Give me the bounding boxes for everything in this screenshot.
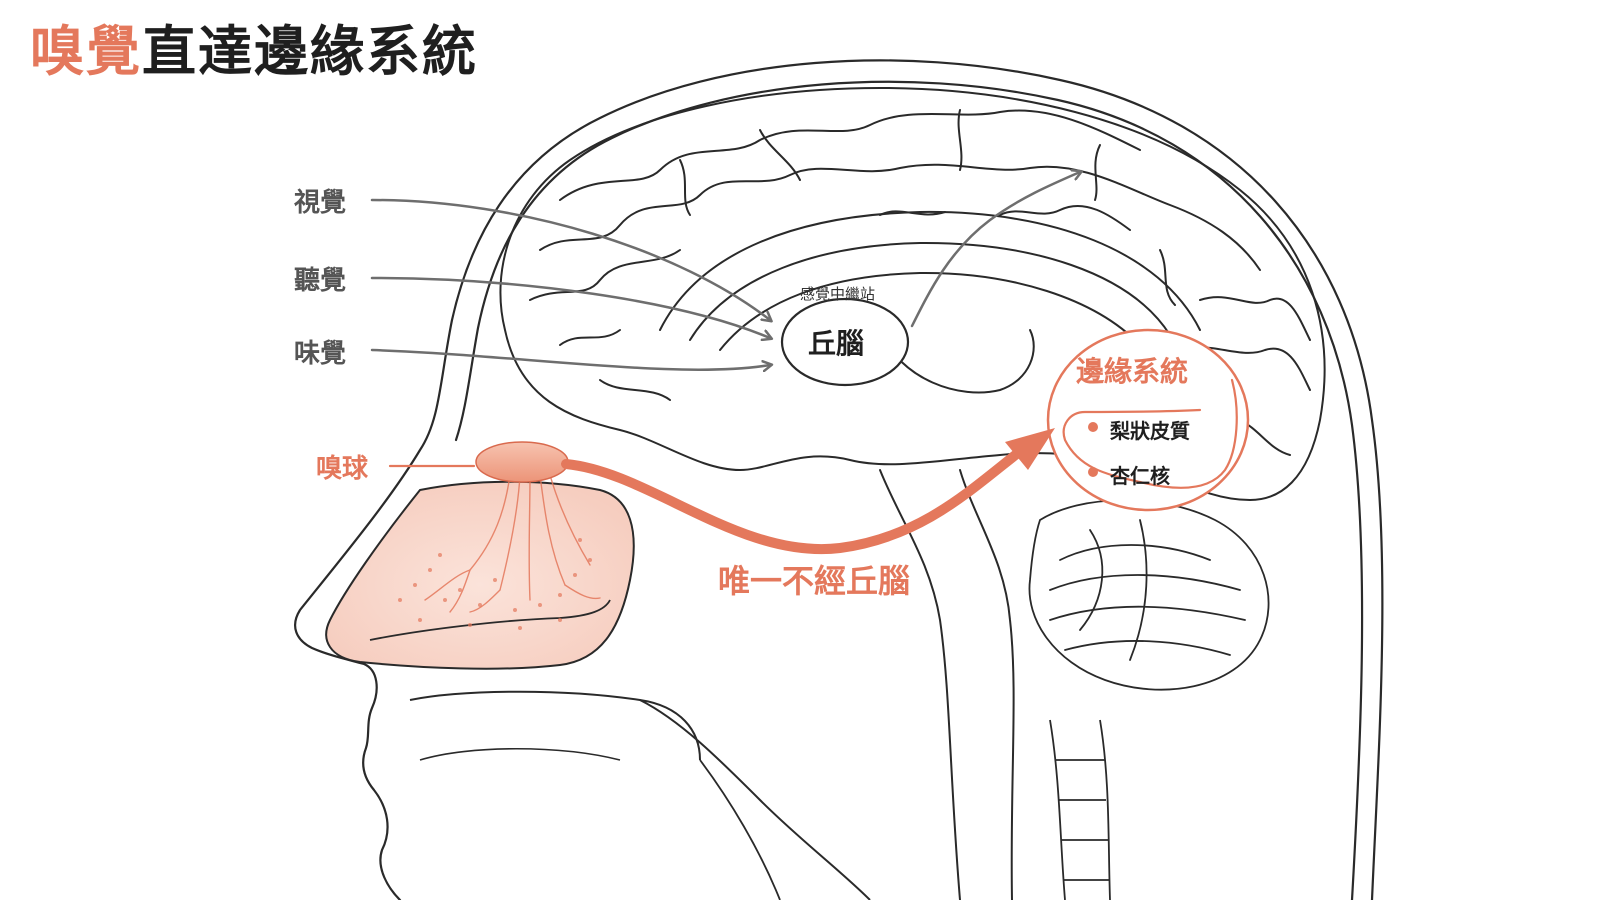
- spine: [1049, 719, 1111, 900]
- cerebrum: [499, 87, 1326, 900]
- limbic-item-piriform: 梨狀皮質: [1110, 419, 1190, 443]
- direct-path-note: 唯一不經丘腦: [718, 562, 911, 600]
- arrow-hearing: [370, 276, 770, 338]
- page-title: 嗅覺直達邊緣系統: [30, 22, 478, 81]
- olfactory-bulb-label: 嗅球: [316, 454, 369, 484]
- thalamus-caption: 感覺中繼站: [800, 285, 876, 303]
- arrow-vision: [370, 198, 770, 320]
- cerebellum: [1028, 499, 1270, 691]
- olfactory-bulb-shape: [475, 441, 569, 483]
- sense-label-hearing: 聽覺: [294, 266, 347, 296]
- thalamus-label: 丘腦: [808, 327, 865, 360]
- olfactory-direct-path: [561, 435, 1040, 555]
- sense-label-taste: 味覺: [294, 339, 347, 369]
- title-highlight: 嗅覺: [30, 20, 142, 83]
- arrow-taste: [370, 348, 770, 370]
- olfactory-dots: [398, 538, 592, 630]
- bullet-dot-piriform: [1088, 422, 1098, 432]
- limbic-title: 邊緣系統: [1076, 355, 1189, 388]
- limbic-item-amygdala: 杏仁核: [1110, 464, 1170, 488]
- bullet-dot-amygdala: [1088, 467, 1098, 477]
- sense-label-vision: 視覺: [294, 188, 347, 218]
- thalamus-oval: [780, 297, 910, 387]
- limbic-circle: [1046, 328, 1250, 512]
- arrow-thalamus-to-cortex: [910, 172, 1080, 328]
- sense-arrows: [370, 172, 1080, 370]
- limbic-inner-curves: [1062, 378, 1238, 489]
- nasal-cavity: [325, 480, 871, 900]
- title-rest: 直達邊緣系統: [142, 20, 478, 83]
- head-outline: [294, 59, 1384, 900]
- olfactory-nerve-fibers: [424, 474, 601, 613]
- direct-path-arrowhead: [1005, 428, 1055, 470]
